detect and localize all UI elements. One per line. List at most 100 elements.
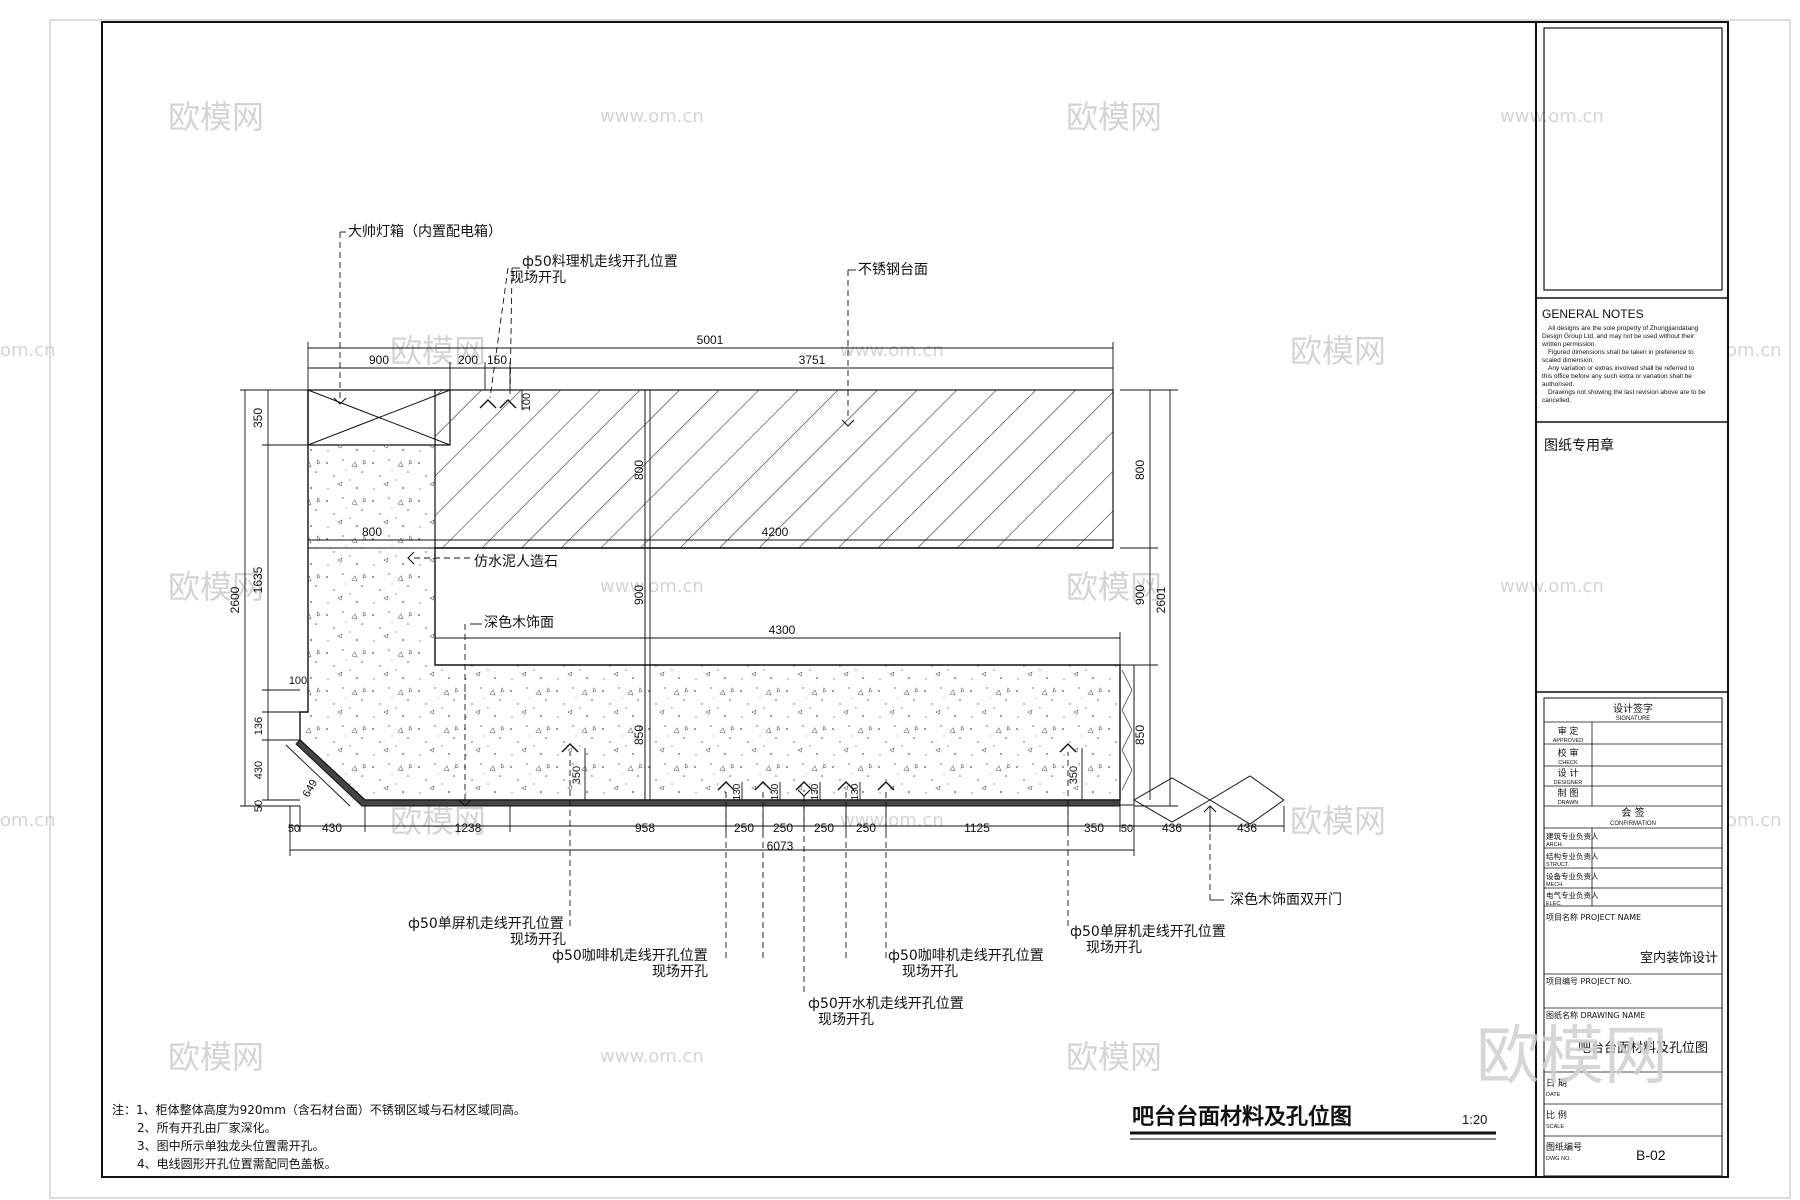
scale-en: SCALE (1546, 1124, 1564, 1130)
dim-label: 900 (1133, 585, 1147, 605)
hole-marker-icon (561, 743, 579, 753)
dimension-lines (240, 342, 1285, 856)
stamp-label: 图纸专用章 (1544, 437, 1614, 454)
hole-marker-icon (717, 781, 735, 791)
leader-lines (339, 232, 1211, 992)
watermark-logo: 欧模网 (390, 332, 486, 370)
watermark-logo: 欧模网 (1066, 98, 1162, 136)
right-end-panel (1119, 664, 1135, 806)
approved-en: APPROVED (1553, 738, 1584, 744)
dim-label: 150 (487, 353, 507, 367)
dim-label: 130 (770, 783, 781, 800)
arch-cn: 建筑专业负责人 (1546, 831, 1599, 841)
stainless-steel-area (434, 389, 1114, 549)
logo-box (1543, 27, 1723, 291)
designer-cn: 设 计 (1558, 767, 1579, 779)
date-en: DATE (1546, 1092, 1561, 1098)
stone-area-upper (308, 445, 435, 548)
general-notes-line: scaled dimension. (1542, 357, 1594, 364)
dim-label: 900 (632, 585, 646, 605)
note-line: 注：1、柜体整体高度为920mm（含石材台面）不锈钢区域与石材区域同高。 (112, 1102, 526, 1117)
title-block: GENERAL NOTES All designs are the sole p… (1536, 27, 1728, 1177)
callout-coffee-right: ф50咖啡机走线开孔位置 (888, 948, 1044, 964)
date-cn: 日 期 (1546, 1078, 1567, 1089)
callout-light-box: 大帅灯箱（内置配电箱） (348, 224, 502, 240)
dim-label: 1238 (455, 821, 482, 835)
callout-hole-cooking: ф50料理机走线开孔位置 (522, 254, 678, 270)
watermark-logo: 欧模网 (168, 1038, 264, 1076)
approved-cn: 审 定 (1558, 725, 1579, 737)
dim-label: 350 (251, 408, 265, 428)
watermark-url: om.cn (1726, 810, 1782, 831)
dim-label: 436 (1237, 821, 1257, 835)
callout-screen-left-note: 现场开孔 (510, 932, 566, 948)
dim-label: 850 (1133, 725, 1147, 745)
drawing-name: 吧台台面材料及孔位图 (1578, 1041, 1708, 1056)
dimension-labels: 5001 900 200 150 3751 100 800 4200 4300 … (228, 333, 1257, 853)
watermark-logo-large: 欧模网 (1476, 1020, 1668, 1094)
watermark-layer: 欧模网 www.om.cn 欧模网 www.om.cn om.cn 欧模网 ww… (0, 98, 1782, 1076)
callout-stainless: 不锈钢台面 (858, 262, 928, 278)
stone-area-lower (300, 548, 1120, 800)
arch-en: ARCH. (1546, 842, 1564, 848)
mech-en: MECH. (1546, 882, 1564, 888)
project-name-label: 项目名称 PROJECT NAME (1546, 912, 1641, 922)
dim-label: 2600 (228, 586, 242, 613)
dim-label: 649 (301, 778, 321, 800)
dim-label: 430 (253, 761, 265, 779)
elec-cn: 电气专业负责人 (1546, 890, 1599, 900)
dim-label: 50 (288, 823, 300, 835)
door-leaf-left (1133, 799, 1211, 823)
light-box-cross (307, 389, 451, 446)
bar-counter-plan (295, 389, 1285, 825)
dim-label: 100 (289, 675, 307, 687)
drawing-scale: 1:20 (1462, 1112, 1487, 1127)
hole-markers (479, 399, 1077, 791)
watermark-logo: 欧模网 (1066, 568, 1162, 606)
hole-marker-icon (795, 781, 813, 791)
dwg-no-cn: 图纸编号 (1546, 1141, 1582, 1153)
dim-label: 5001 (697, 333, 724, 347)
dim-label: 250 (814, 821, 834, 835)
dim-label: 4300 (769, 623, 796, 637)
watermark-url: om.cn (0, 340, 56, 361)
dim-label: 250 (856, 821, 876, 835)
confirmation-cn: 会 签 (1621, 806, 1644, 819)
check-cn: 校 审 (1558, 747, 1579, 759)
door-leaf-right (1209, 799, 1285, 825)
drawn-cn: 制 图 (1558, 787, 1579, 799)
watermark-url: www.om.cn (600, 576, 704, 597)
leader-shoulders (340, 231, 1224, 901)
dim-label: 130 (810, 783, 821, 800)
dim-label: 136 (253, 717, 265, 735)
dim-label: 350 (571, 766, 583, 784)
callouts: 大帅灯箱（内置配电箱） ф50料理机走线开孔位置 现场开孔 不锈钢台面 仿水泥人… (348, 224, 1342, 1028)
watermark-logo: 欧模网 (390, 802, 486, 840)
callout-coffee-right-note: 现场开孔 (902, 964, 958, 980)
dim-label: 3751 (799, 353, 826, 367)
callout-screen-right-note: 现场开孔 (1086, 940, 1142, 956)
dim-label: 436 (1162, 821, 1182, 835)
dim-label: 4200 (762, 525, 789, 539)
door-leaf-left (1133, 777, 1211, 801)
note-line: 4、电线圆形开孔位置需配同色盖板。 (137, 1156, 337, 1171)
callout-coffee-left-note: 现场开孔 (652, 964, 708, 980)
confirmation-en: CONFIRMATION (1610, 821, 1656, 827)
hole-marker-icon (1059, 743, 1077, 753)
dim-label: 2601 (1154, 586, 1168, 613)
watermark-url: www.om.cn (600, 1046, 704, 1067)
watermark-url: www.om.cn (840, 340, 944, 361)
callout-coffee-left: ф50咖啡机走线开孔位置 (552, 948, 708, 964)
watermark-url: www.om.cn (600, 106, 704, 127)
drawing-title: 吧台台面材料及孔位图 (1132, 1104, 1352, 1130)
dim-label: 900 (369, 353, 389, 367)
dwg-no: B-02 (1636, 1147, 1666, 1163)
project-no-label: 项目编号 PROJECT NO. (1546, 976, 1632, 986)
watermark-url: om.cn (0, 810, 56, 831)
dim-label: 130 (732, 783, 743, 800)
hole-marker-icon (754, 781, 772, 791)
dim-label: 350 (1068, 766, 1080, 784)
right-end-panel-grain (1121, 669, 1133, 791)
drawn-en: DRAWN (1558, 800, 1579, 806)
